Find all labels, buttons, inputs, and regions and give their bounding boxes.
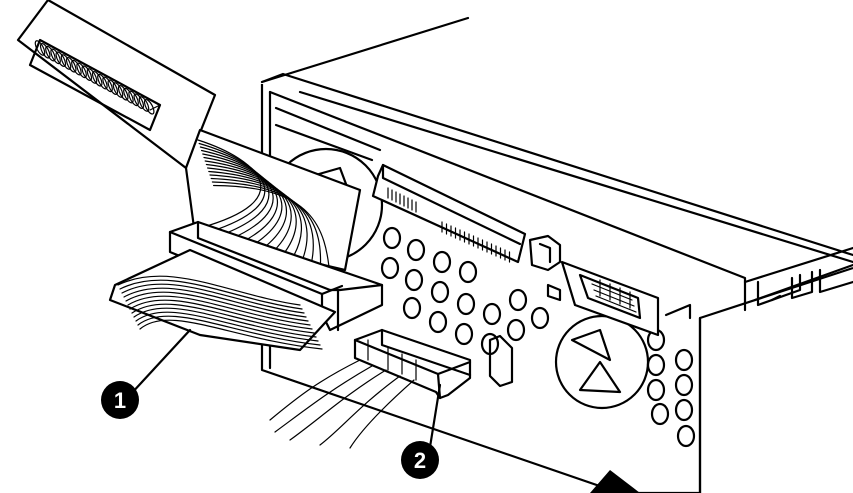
vent-hole: [530, 306, 550, 330]
vent-hole: [676, 424, 696, 448]
callout-1-number: 1: [114, 388, 126, 413]
ventilation-holes: [380, 226, 696, 448]
vent-hole: [428, 310, 448, 334]
ribbon-cable: [16, 0, 384, 352]
vent-hole: [674, 398, 694, 422]
vent-hole: [402, 296, 422, 320]
arrow-indicator: [590, 470, 640, 493]
vent-hole: [646, 378, 666, 402]
callout-1-badge: [101, 381, 139, 419]
vent-hole: [458, 260, 478, 284]
callout-2-badge: [401, 441, 439, 479]
drive-power-connector: [528, 234, 692, 337]
vent-hole: [382, 226, 402, 250]
vent-hole: [404, 268, 424, 292]
vent-hole: [430, 280, 450, 304]
vent-hole: [380, 256, 400, 280]
vent-hole: [674, 348, 694, 372]
vent-hole: [674, 373, 694, 397]
callout-2-number: 2: [414, 448, 426, 473]
vent-hole: [506, 318, 526, 342]
vent-hole: [406, 238, 426, 262]
vent-hole: [650, 402, 670, 426]
power-cable: [269, 328, 472, 449]
callout-1: 1: [101, 328, 192, 419]
callout-2: 2: [401, 383, 442, 479]
vent-hole: [646, 353, 666, 377]
vent-hole: [454, 322, 474, 346]
vent-hole: [456, 292, 476, 316]
vent-hole: [508, 288, 528, 312]
vent-hole: [482, 302, 502, 326]
jumper-block: [488, 334, 514, 388]
vent-hole: [432, 250, 452, 274]
drive-data-connector: [371, 163, 527, 264]
